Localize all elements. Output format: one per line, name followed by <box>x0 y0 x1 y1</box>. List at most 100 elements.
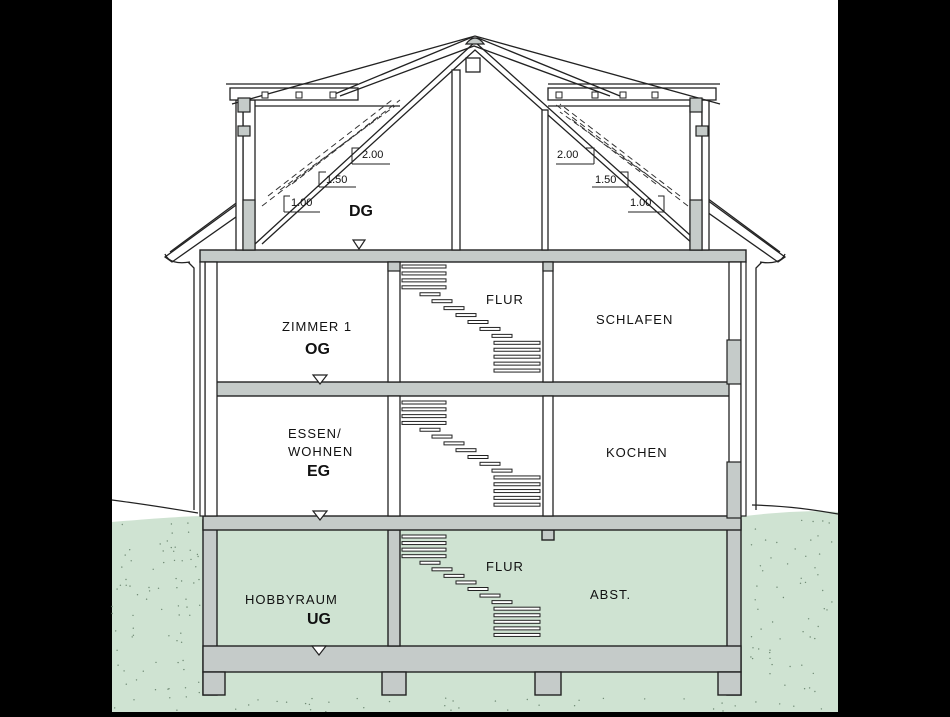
ground-speck <box>578 699 580 701</box>
ground-speck <box>119 584 122 586</box>
level-label-ug: UG <box>307 611 331 628</box>
level-label-dg: DG <box>349 203 373 220</box>
height-label-left-150: 1.50 <box>326 174 347 186</box>
ground-speck <box>759 565 762 567</box>
wall-details <box>199 261 747 519</box>
stair-tread <box>479 593 501 598</box>
ground-speck <box>121 566 123 568</box>
ground-speck <box>235 708 237 710</box>
stair-tread <box>419 560 441 565</box>
joist-square <box>651 91 659 99</box>
triangle-down-icon <box>311 374 329 385</box>
ground-speck <box>807 618 810 620</box>
ground-speck <box>145 598 148 600</box>
ground-speck <box>155 661 157 664</box>
ground-speck <box>770 557 772 559</box>
level-markers <box>310 239 367 656</box>
ground-speck <box>799 582 802 584</box>
ground-speck <box>750 636 753 638</box>
room-label-essen: ESSEN/ <box>288 426 342 441</box>
ground-speck <box>810 539 812 541</box>
ground-speck <box>123 670 125 672</box>
ground-speck <box>538 704 540 706</box>
ground-speck <box>131 636 133 638</box>
ground-speck <box>769 651 771 654</box>
ground-speck <box>177 661 179 664</box>
stair-tread <box>401 541 447 546</box>
ground-speck <box>196 553 199 556</box>
height-hatching <box>261 99 689 207</box>
ground-speck <box>111 605 113 608</box>
ground-speck <box>356 697 358 700</box>
ground-speck <box>311 697 313 700</box>
ground-speck <box>712 708 715 710</box>
stair-tread <box>493 632 541 637</box>
ground-speck <box>185 598 187 600</box>
stair-tread <box>493 354 541 359</box>
ground-speck <box>180 632 182 634</box>
ground-speck <box>751 657 754 660</box>
ground-speck <box>831 601 833 603</box>
ground-speck <box>114 707 116 709</box>
roof-filled-parts <box>237 97 709 251</box>
ground-speck <box>809 636 811 638</box>
ground-speck <box>757 608 759 610</box>
ground-speck <box>450 709 452 711</box>
room-label-flur-og: FLUR <box>486 292 524 307</box>
ground-speck <box>507 709 509 711</box>
stair-tread <box>493 502 541 507</box>
ground-speck <box>159 543 161 545</box>
floor-slabs <box>199 249 747 531</box>
ground-speck <box>178 614 180 616</box>
ground-speck <box>125 683 128 685</box>
ground-speck <box>818 553 821 555</box>
triangle-down-icon <box>310 645 328 656</box>
ground-speck <box>198 691 200 694</box>
ground-speck <box>764 539 767 541</box>
ground-speck <box>132 634 135 636</box>
ground-speck <box>808 687 811 689</box>
stair-tread <box>467 455 489 459</box>
stair-tread <box>493 613 541 618</box>
ground-speck <box>174 546 176 548</box>
stair-tread <box>493 340 541 345</box>
ground-speck <box>132 614 134 617</box>
ground-texture <box>111 519 833 713</box>
ground-speck <box>198 578 200 581</box>
ground-speck <box>132 627 134 629</box>
level-label-eg: EG <box>307 463 330 480</box>
ground-speck <box>257 699 259 701</box>
ground-speck <box>148 590 151 592</box>
interior-partitions <box>387 261 554 517</box>
ground-speck <box>304 702 307 705</box>
stair-tread <box>401 547 447 552</box>
ground-speck <box>760 628 762 630</box>
stair-tread <box>479 326 501 331</box>
ground-speck <box>602 697 605 700</box>
stair-tread <box>443 306 465 311</box>
ground-speck <box>804 581 807 584</box>
ground-speck <box>789 665 791 668</box>
ground-speck <box>803 688 806 690</box>
ground-speck <box>125 578 127 581</box>
stair-tread <box>401 264 447 269</box>
ground-speck <box>124 554 126 556</box>
stair-tread <box>493 361 541 366</box>
ground-speck <box>197 555 199 558</box>
ground-speck <box>776 541 778 544</box>
ground-speck <box>817 574 819 576</box>
ground-speck <box>722 710 724 712</box>
ground-speck <box>187 522 189 524</box>
room-label-flur-ug: FLUR <box>486 559 524 574</box>
height-label-right-200: 2.00 <box>557 149 578 161</box>
ground-speck <box>452 700 454 702</box>
ground-speck <box>135 679 138 681</box>
partition-caps <box>387 261 554 272</box>
ground-speck <box>173 550 175 552</box>
joist-square <box>619 91 627 99</box>
ground-speck <box>129 549 131 551</box>
height-markers <box>283 147 665 213</box>
ground-speck <box>812 520 814 523</box>
